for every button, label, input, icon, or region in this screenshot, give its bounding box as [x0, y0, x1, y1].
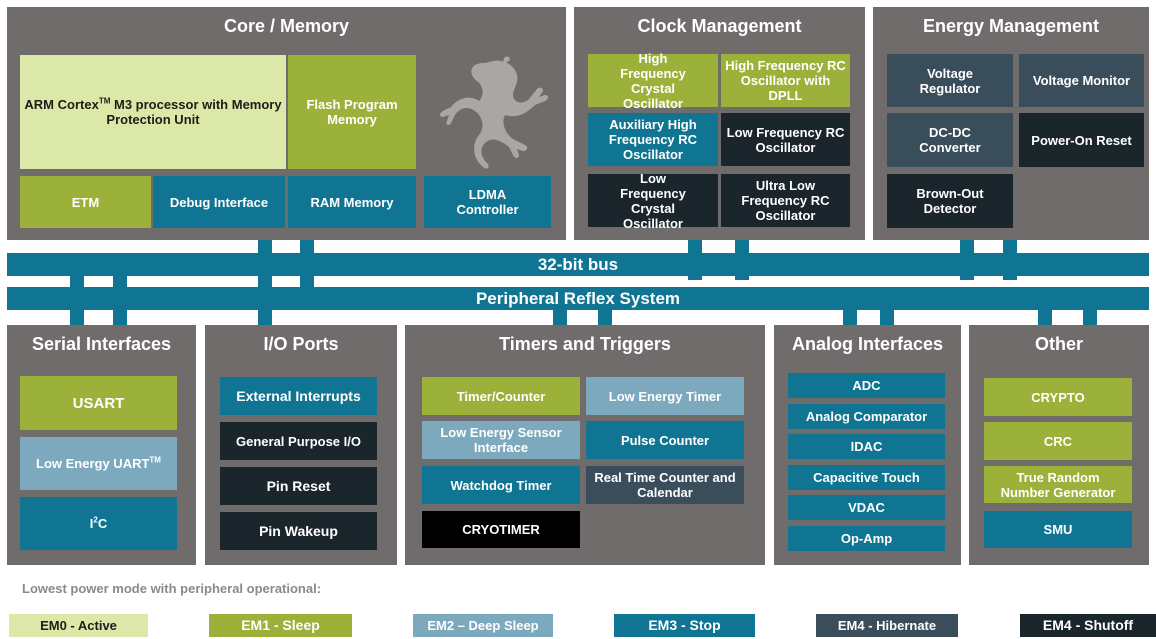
- pin-wakeup-block[interactable]: Pin Wakeup: [220, 512, 377, 550]
- gecko-logo-icon: [440, 56, 548, 169]
- lf-crystal-oscillator-block[interactable]: Low Frequency Crystal Oscillator: [588, 171, 718, 231]
- core-memory-title: Core / Memory: [223, 16, 350, 36]
- legend-em3: EM3 - Stop: [614, 614, 755, 637]
- lesense-block[interactable]: Low Energy Sensor Interface: [422, 421, 580, 459]
- io-ports-title: I/O Ports: [263, 334, 339, 354]
- low-energy-timer-block[interactable]: Low Energy Timer: [586, 377, 744, 415]
- watchdog-timer-block[interactable]: Watchdog Timer: [422, 466, 580, 504]
- idac-block[interactable]: IDAC: [788, 434, 945, 459]
- voltage-monitor-block[interactable]: Voltage Monitor: [1019, 54, 1144, 107]
- other-panel: Other CRYPTO CRC True Random Number Gene…: [969, 325, 1149, 565]
- analog-comparator-block[interactable]: Analog Comparator: [788, 404, 945, 429]
- capacitive-touch-block[interactable]: Capacitive Touch: [788, 465, 945, 490]
- dc-dc-converter-block[interactable]: DC-DC Converter: [887, 113, 1013, 167]
- legend-em4-hibernate: EM4 - Hibernate: [816, 614, 958, 637]
- leuart-label: Low Energy UARTTM: [36, 455, 161, 471]
- debug-interface-block[interactable]: Debug Interface: [153, 176, 285, 228]
- adc-block[interactable]: ADC: [788, 373, 945, 398]
- vdac-block[interactable]: VDAC: [788, 495, 945, 520]
- i2c-block[interactable]: I2C: [20, 497, 177, 550]
- smu-block[interactable]: SMU: [984, 511, 1132, 548]
- clock-management-panel: Clock Management High Frequency Crystal …: [574, 7, 865, 240]
- gpio-block[interactable]: General Purpose I/O: [220, 422, 377, 460]
- arm-cortex-label: ARM CortexTM M3 processor with Memory Pr…: [24, 96, 282, 127]
- other-title: Other: [1034, 334, 1083, 354]
- pin-reset-block[interactable]: Pin Reset: [220, 467, 377, 505]
- io-ports-panel: I/O Ports External Interrupts General Pu…: [205, 325, 397, 565]
- energy-management-panel: Energy Management Voltage Regulator Volt…: [873, 7, 1149, 240]
- analog-interfaces-panel: Analog Interfaces ADC Analog Comparator …: [774, 325, 961, 565]
- flash-memory-block[interactable]: Flash Program Memory: [288, 55, 416, 169]
- op-amp-block[interactable]: Op-Amp: [788, 526, 945, 551]
- hf-rc-oscillator-block[interactable]: High Frequency RC Oscillator with DPLL: [721, 54, 850, 107]
- voltage-regulator-block[interactable]: Voltage Regulator: [887, 54, 1013, 107]
- timers-triggers-title: Timers and Triggers: [499, 334, 671, 354]
- trng-block[interactable]: True Random Number Generator: [984, 466, 1132, 503]
- pulse-counter-block[interactable]: Pulse Counter: [586, 421, 744, 459]
- peripheral-reflex-system-bus: Peripheral Reflex System: [7, 287, 1149, 310]
- crypto-block[interactable]: CRYPTO: [984, 378, 1132, 416]
- aux-hf-rc-oscillator-block[interactable]: Auxiliary High Frequency RC Oscillator: [588, 113, 718, 166]
- external-interrupts-block[interactable]: External Interrupts: [220, 377, 377, 415]
- legend-em0: EM0 - Active: [9, 614, 148, 637]
- ldma-controller-block[interactable]: LDMA Controller: [424, 176, 551, 228]
- usart-block[interactable]: USART: [20, 376, 177, 430]
- energy-management-title: Energy Management: [922, 16, 1100, 36]
- core-memory-panel: Core / Memory ARM CortexTM M3 processor …: [7, 7, 566, 240]
- rtcc-block[interactable]: Real Time Counter and Calendar: [586, 466, 744, 504]
- hf-crystal-oscillator-block[interactable]: High Frequency Crystal Oscillator: [588, 51, 718, 111]
- clock-management-title: Clock Management: [637, 16, 802, 36]
- 32-bit-bus: 32-bit bus: [7, 253, 1149, 276]
- legend-em2: EM2 – Deep Sleep: [413, 614, 553, 637]
- legend-em1: EM1 - Sleep: [209, 614, 352, 637]
- lf-rc-oscillator-block[interactable]: Low Frequency RC Oscillator: [721, 113, 850, 166]
- etm-block[interactable]: ETM: [20, 176, 151, 228]
- leuart-block[interactable]: Low Energy UARTTM: [20, 437, 177, 490]
- cryotimer-block[interactable]: CRYOTIMER: [422, 511, 580, 548]
- i2c-label: I2C: [89, 515, 108, 531]
- timers-triggers-panel: Timers and Triggers Timer/Counter Low En…: [405, 325, 765, 565]
- power-on-reset-block[interactable]: Power-On Reset: [1019, 113, 1144, 167]
- ram-memory-block[interactable]: RAM Memory: [288, 176, 416, 228]
- legend-em4-shutoff: EM4 - Shutoff: [1020, 614, 1156, 637]
- crc-block[interactable]: CRC: [984, 422, 1132, 460]
- arm-cortex-block[interactable]: ARM CortexTM M3 processor with Memory Pr…: [20, 55, 286, 169]
- brown-out-detector-block[interactable]: Brown-Out Detector: [887, 174, 1013, 228]
- serial-interfaces-panel: Serial Interfaces USART Low Energy UARTT…: [7, 325, 196, 565]
- timer-counter-block[interactable]: Timer/Counter: [422, 377, 580, 415]
- legend-title: Lowest power mode with peripheral operat…: [22, 581, 322, 596]
- analog-interfaces-title: Analog Interfaces: [791, 334, 944, 354]
- ulf-rc-oscillator-block[interactable]: Ultra Low Frequency RC Oscillator: [721, 174, 850, 227]
- serial-interfaces-title: Serial Interfaces: [31, 334, 172, 354]
